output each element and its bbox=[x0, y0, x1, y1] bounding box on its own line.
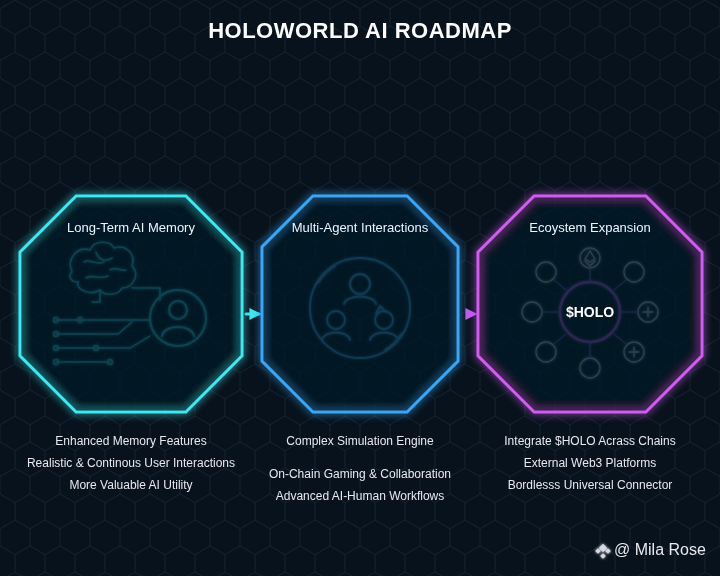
octagon-shape bbox=[20, 196, 242, 412]
octagon-stage: Long-Term AI MemoryEnhanced Memory Featu… bbox=[20, 196, 242, 412]
stage-item: Bordlesss Universal Connector bbox=[508, 478, 673, 492]
watermark: @ Mila Rose bbox=[614, 541, 706, 559]
octagon-shape bbox=[478, 196, 702, 412]
stage-item: Realistic & Continous User Interactions bbox=[27, 456, 235, 470]
stage-item: On-Chain Gaming & Collaboration bbox=[269, 467, 451, 481]
watermark-logo bbox=[595, 544, 611, 559]
octagon-stage: Multi-Agent InteractionsComplex Simulati… bbox=[262, 196, 458, 412]
stage-item: Advanced AI-Human Workflows bbox=[276, 489, 445, 503]
stage-item: More Valuable AI Utility bbox=[69, 478, 192, 492]
stage-item: Complex Simulation Engine bbox=[286, 434, 433, 448]
stage-heading: Multi-Agent Interactions bbox=[262, 220, 458, 235]
diagram-title: HOLOWORLD AI ROADMAP bbox=[0, 18, 720, 44]
flow-arrow bbox=[462, 313, 475, 316]
stage-item: External Web3 Platforms bbox=[524, 456, 657, 470]
flow-arrow bbox=[246, 313, 259, 316]
token-label: $HOLO bbox=[566, 304, 614, 320]
stage-item: Integrate $HOLO Acrass Chains bbox=[504, 434, 675, 448]
stage-heading: Long-Term AI Memory bbox=[20, 220, 242, 235]
octagon-shape bbox=[262, 196, 458, 412]
stage-item: Enhanced Memory Features bbox=[55, 434, 206, 448]
stage-heading: Ecoystem Expansion bbox=[478, 220, 702, 235]
